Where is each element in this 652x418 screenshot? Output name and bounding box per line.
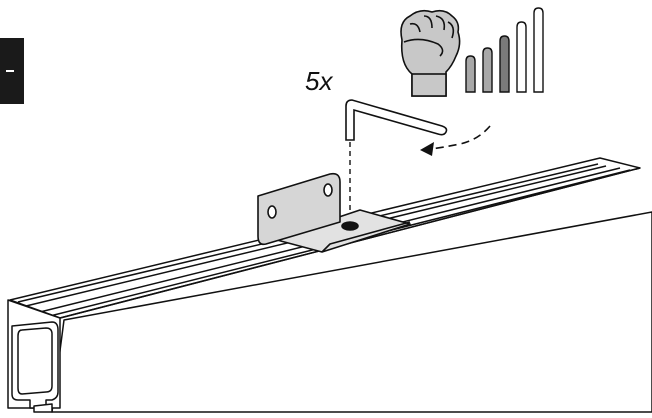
repeat-count-label: 5x — [305, 66, 333, 96]
torque-level-bar-5 — [533, 7, 544, 93]
torque-level-bar-4 — [516, 21, 527, 93]
tab-mark — [6, 70, 14, 72]
torque-strength-bars-icon — [465, 7, 544, 93]
hex-key-icon — [345, 99, 448, 141]
rotation-arrow-icon — [420, 125, 491, 156]
torque-level-bar-3 — [499, 35, 510, 93]
fist-grip-icon — [400, 9, 461, 97]
mounting-bracket — [257, 172, 411, 253]
torque-level-bar-2 — [482, 47, 493, 93]
torque-level-bar-1 — [465, 55, 476, 93]
